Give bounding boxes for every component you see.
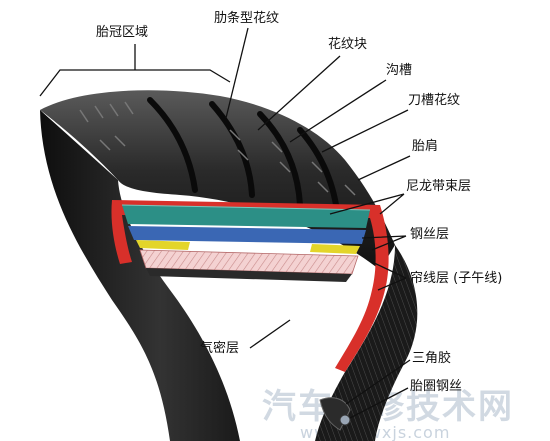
leader-apex bbox=[345, 359, 411, 405]
leader-shoulder bbox=[357, 155, 411, 181]
leader-steel-belt bbox=[361, 235, 407, 251]
label-steel-belt: 钢丝层 bbox=[410, 227, 449, 242]
leader-tread-block bbox=[257, 55, 341, 131]
leader-sipe-pattern bbox=[321, 109, 409, 153]
steel-belt-layer bbox=[128, 226, 366, 244]
yellow-strip-right bbox=[310, 244, 360, 254]
inner-liner-layer bbox=[146, 268, 352, 282]
label-sipe-pattern: 刀槽花纹 bbox=[408, 92, 460, 108]
yellow-strip-left bbox=[136, 240, 190, 250]
leader-rib-pattern bbox=[225, 27, 249, 119]
label-groove: 沟槽 bbox=[386, 63, 412, 78]
right-sidewall bbox=[315, 245, 418, 441]
leader-radial-ply bbox=[371, 261, 407, 291]
label-radial-ply: 帘线层 (子午线) bbox=[410, 270, 502, 286]
leader-bead-wire bbox=[349, 387, 409, 419]
label-tread-crown-zone: 胎冠区域 bbox=[96, 25, 148, 40]
leader-inner-liner bbox=[249, 319, 291, 349]
label-tread-block: 花纹块 bbox=[328, 36, 367, 52]
nylon-belt-layer bbox=[122, 205, 370, 228]
leader-nylon-belt bbox=[329, 193, 405, 215]
label-inner-liner: 气密层 bbox=[200, 340, 239, 356]
label-bead-wire: 胎圈钢丝 bbox=[410, 379, 462, 394]
label-shoulder: 胎肩 bbox=[412, 138, 438, 154]
label-apex: 三角胶 bbox=[412, 350, 451, 366]
leader-groove bbox=[289, 79, 387, 143]
bead-wire bbox=[339, 414, 351, 426]
label-nylon-belt: 尼龙带束层 bbox=[406, 179, 471, 194]
left-sidewall bbox=[40, 110, 240, 441]
label-rib-pattern: 肋条型花纹 bbox=[214, 10, 279, 26]
leader-tread-crown-zone bbox=[39, 44, 231, 97]
